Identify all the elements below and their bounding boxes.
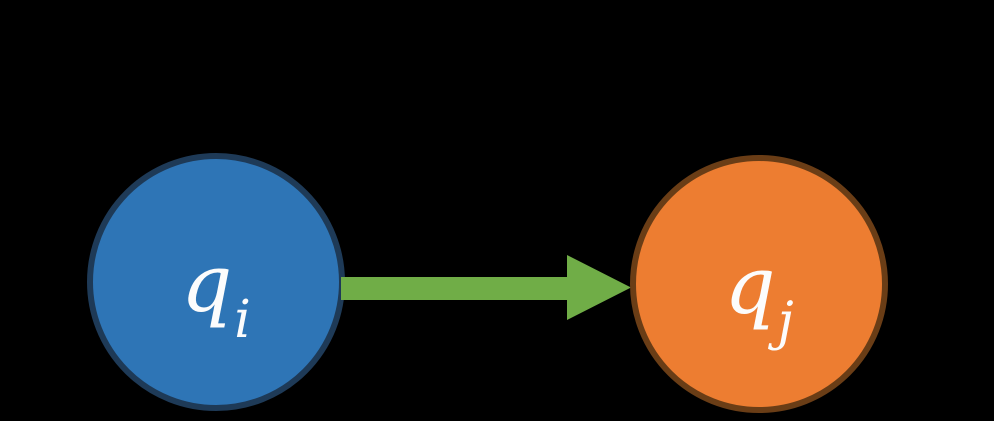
- node-qi-label-subscript: i: [234, 290, 251, 350]
- state-node-qi: qi: [87, 153, 345, 411]
- node-qj-label-base: q: [724, 239, 776, 332]
- transition-arrow-icon: [341, 255, 631, 320]
- node-qj-label-subscript: j: [777, 292, 794, 352]
- node-qi-label: qi: [181, 218, 251, 347]
- node-qj-label: qj: [724, 220, 793, 349]
- node-qi-label-base: q: [181, 237, 233, 330]
- state-node-qj: qj: [630, 155, 888, 413]
